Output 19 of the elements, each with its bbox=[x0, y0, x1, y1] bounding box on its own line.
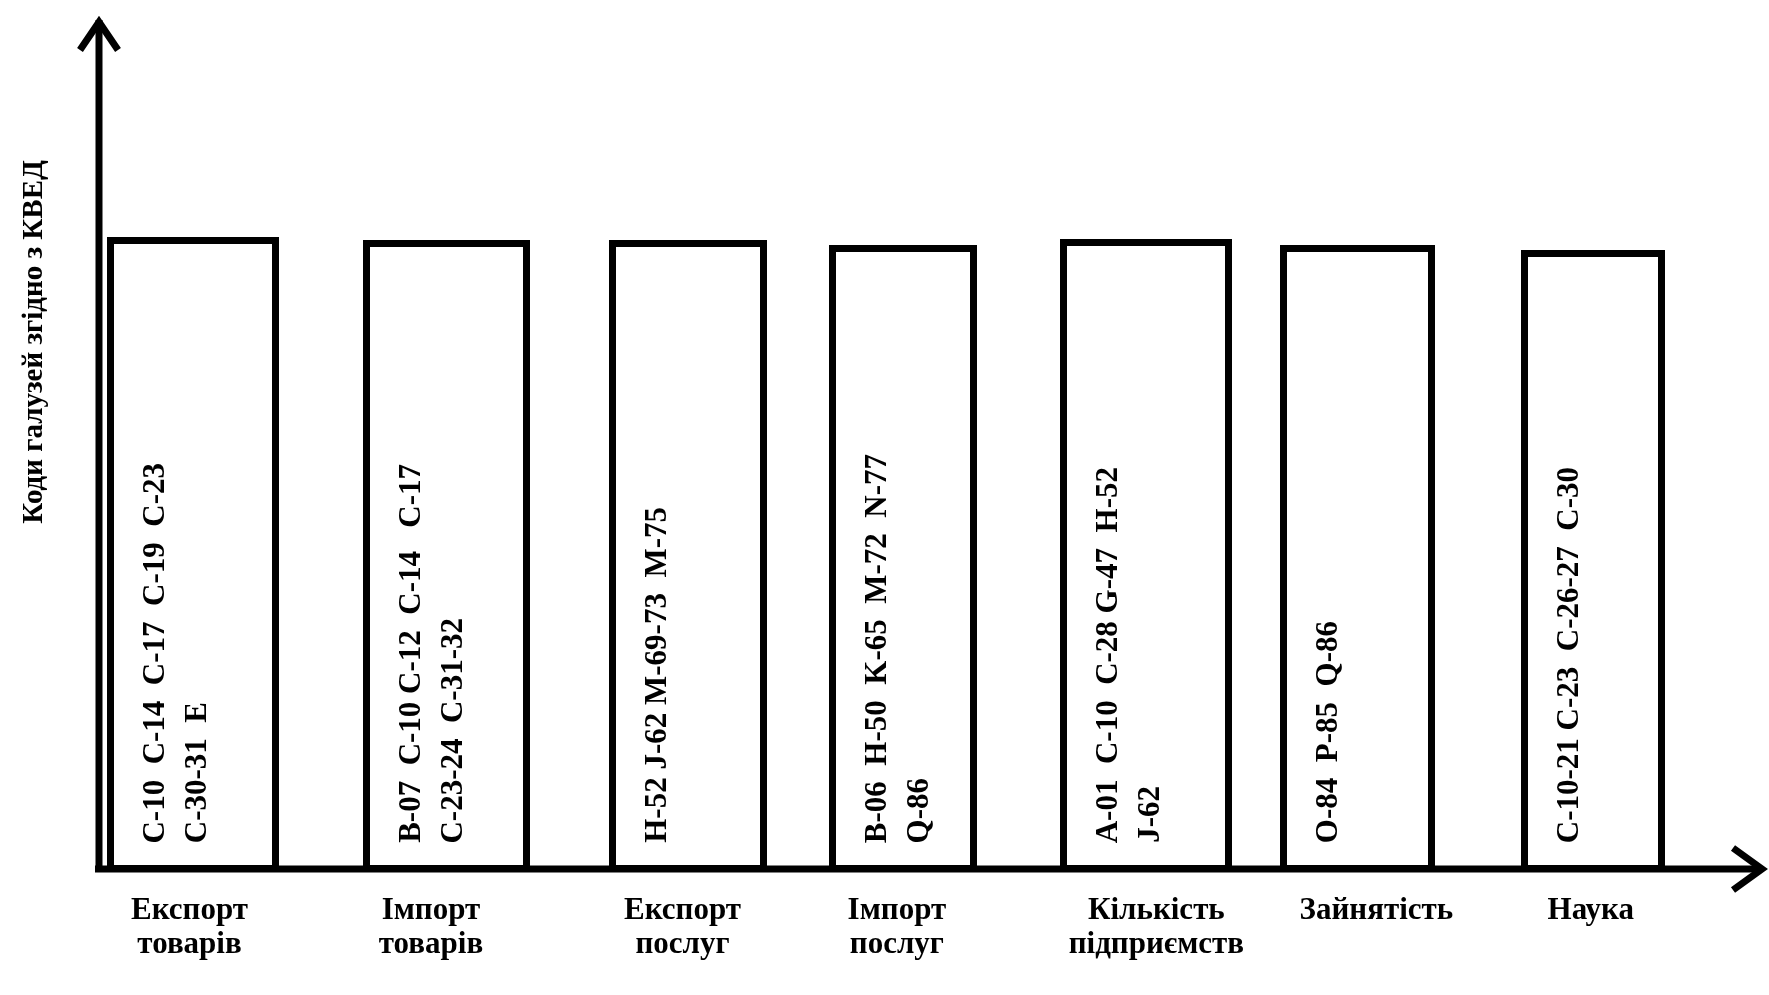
code-list: Q-86 bbox=[900, 777, 937, 844]
category-label: Наука bbox=[1546, 892, 1635, 926]
category-label: Імпорт послуг bbox=[846, 892, 948, 960]
code-list: C-10 C-14 C-17 C-19 C-23 bbox=[136, 462, 173, 844]
code-list: J-62 bbox=[1131, 786, 1168, 844]
category-label: Експорт послуг bbox=[623, 892, 742, 960]
code-list: C-23-24 C-31-32 bbox=[434, 617, 471, 844]
code-list: C-30-31 E bbox=[178, 701, 215, 844]
code-list: H-52 J-62 M-69-73 M-75 bbox=[638, 507, 675, 844]
axis-title: Коди галузей згідно з КВЕД bbox=[16, 160, 49, 524]
category-label: Зайнятість bbox=[1298, 892, 1455, 926]
code-list: O-84 P-85 Q-86 bbox=[1309, 620, 1346, 844]
code-list: B-07 C-10 C-12 C-14 C-17 bbox=[392, 464, 429, 844]
category-label: Імпорт товарів bbox=[377, 892, 485, 960]
category-label: Кількість підприємств bbox=[1067, 892, 1246, 960]
category-label: Експорт товарів bbox=[130, 892, 249, 960]
code-list: A-01 C-10 C-28 G-47 H-52 bbox=[1089, 466, 1126, 844]
code-list: B-06 H-50 K-65 M-72 N-77 bbox=[858, 453, 895, 844]
code-list: C-10-21 C-23 C-26-27 C-30 bbox=[1549, 466, 1586, 844]
